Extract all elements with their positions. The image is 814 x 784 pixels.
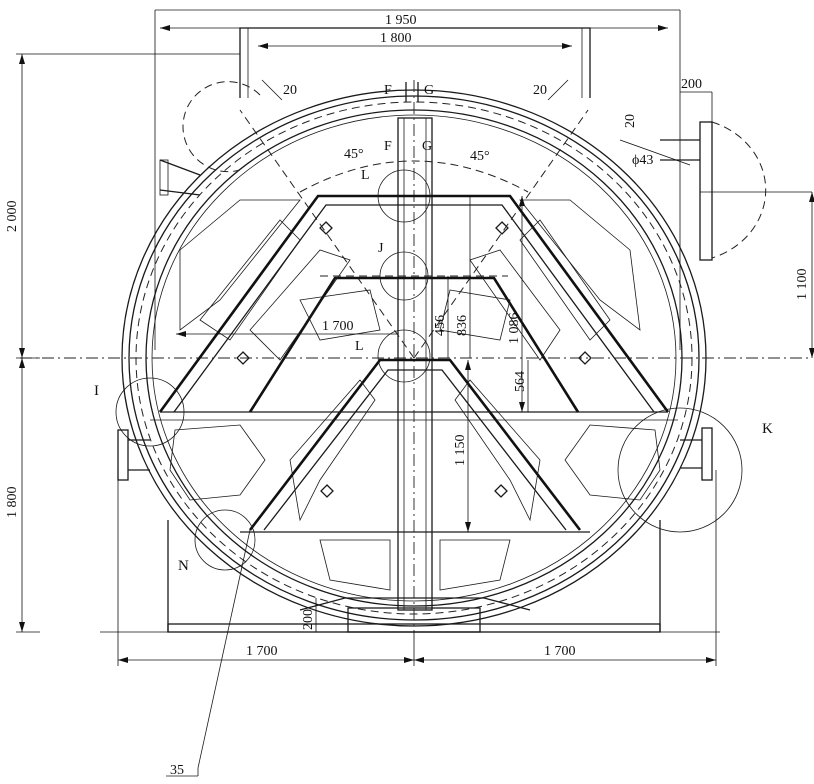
dim-1150-label: 1 150: [453, 435, 468, 467]
detail-l-mid-label: L: [355, 339, 364, 354]
section-g-mid: G: [422, 139, 432, 154]
detail-j-label: J: [378, 241, 384, 256]
right-nozzle: 200: [660, 77, 767, 261]
dim-base-left-label: 1 700: [246, 644, 278, 659]
dim-1700-inner: 1 700: [176, 319, 398, 337]
detail-l-top-label: L: [361, 168, 370, 183]
nozzle-200-label: 200: [681, 77, 702, 92]
dim-base-1700: 1 700 1 700: [117, 470, 717, 666]
dim-1150: 1 150: [453, 360, 471, 532]
dim-1800-vertical-label: 1 800: [5, 487, 20, 519]
dim-456-836: 456 836: [433, 195, 476, 358]
left-flange-nozzle: [117, 429, 150, 481]
dim-1950: 1 950: [160, 13, 668, 31]
baffle-plates: [169, 199, 661, 591]
dim-836-label: 836: [455, 315, 470, 336]
dim-1100-label: 1 100: [795, 269, 810, 301]
base-skirt: [100, 520, 720, 633]
flange-20-vertical-label: 20: [623, 114, 638, 128]
left-manway: [159, 81, 261, 196]
detail-i-label: I: [94, 383, 99, 399]
nozzle-diameter-label: ϕ43: [632, 153, 653, 168]
dim-1800: 1 800: [258, 31, 572, 49]
dim-1800-label: 1 800: [380, 31, 412, 46]
angle-left-label: 45°: [344, 147, 364, 162]
dim-flange-20: 20 20 20 ϕ43: [261, 79, 691, 168]
dim-base-200-label: 200: [301, 609, 316, 630]
part-35-label: 35: [170, 763, 184, 778]
dim-564: 564: [513, 360, 529, 412]
section-g-top: G: [424, 83, 434, 98]
dim-right-vertical: 1 100: [700, 191, 814, 358]
right-flange-nozzle: [680, 427, 713, 481]
dim-1950-label: 1 950: [385, 13, 417, 28]
lower-chevron: [150, 358, 678, 533]
dim-1086-label: 1 086: [507, 313, 522, 345]
dim-1086: 1 086: [507, 196, 525, 412]
fastener-symbols: [236, 221, 592, 498]
section-f-top: F: [384, 83, 392, 98]
angle-construction-lines: [239, 109, 589, 359]
dim-base-right-label: 1 700: [544, 644, 576, 659]
angle-right-label: 45°: [470, 149, 490, 164]
detail-circles: [115, 169, 743, 571]
detail-n-label: N: [178, 558, 189, 574]
dim-456-label: 456: [433, 315, 448, 336]
dim-564-label: 564: [513, 371, 528, 392]
section-f-mid: F: [384, 139, 392, 154]
flange-20-right-label: 20: [533, 83, 547, 98]
flange-20-left-label: 20: [283, 83, 297, 98]
dim-base-200: 200: [301, 598, 317, 632]
dim-left-vertical: 2 000 1 800: [5, 53, 240, 633]
upper-chevron: [158, 194, 670, 413]
dim-2000-label: 2 000: [5, 201, 20, 233]
part-35-leader: 35: [166, 529, 251, 778]
detail-k-label: K: [762, 421, 773, 437]
dim-1700-inner-label: 1 700: [322, 319, 354, 334]
